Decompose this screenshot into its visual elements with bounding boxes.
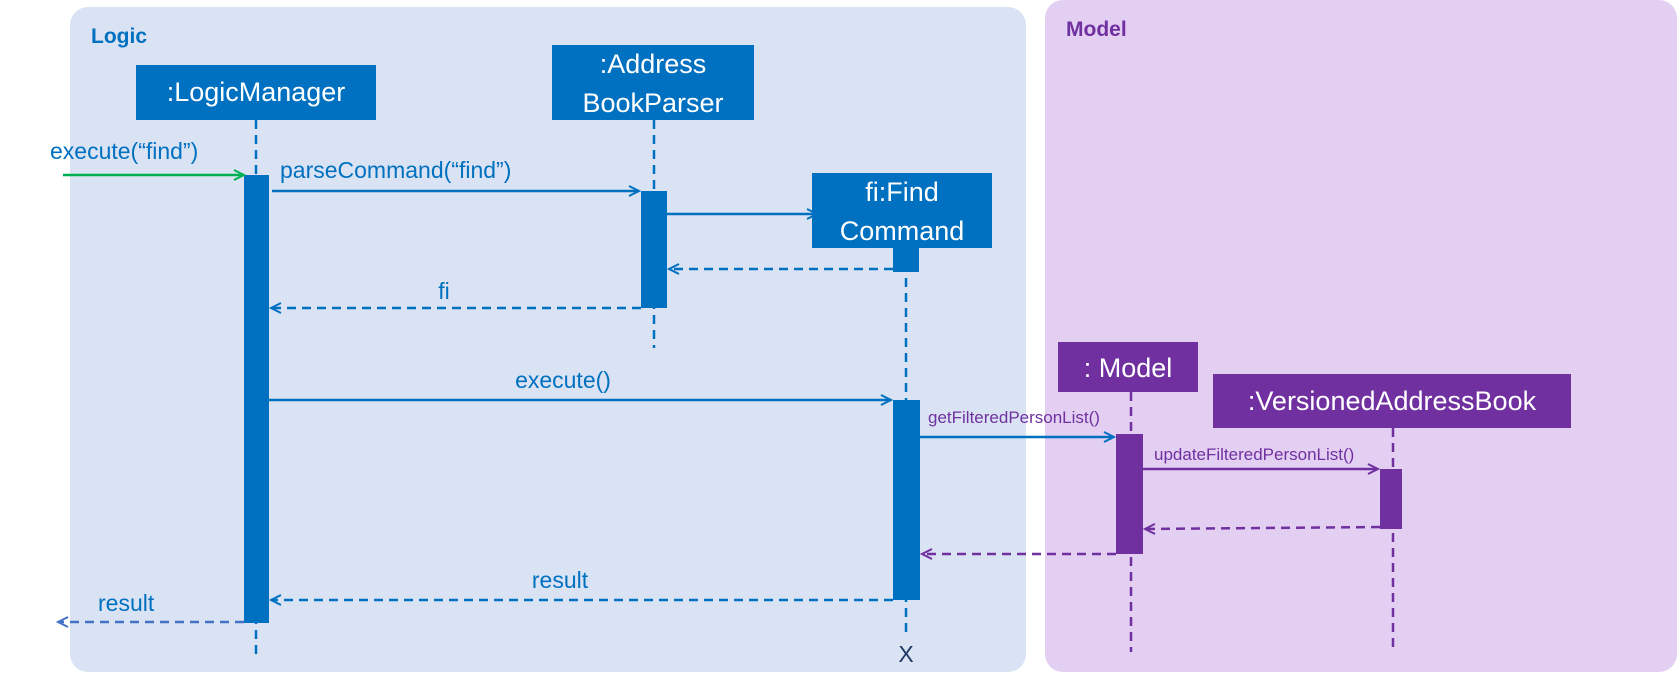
activation-find-command-execute	[893, 400, 920, 600]
model-region-title: Model	[1066, 18, 1127, 41]
participant-address-book-parser: :Address BookParser	[552, 45, 754, 120]
svg-text::VersionedAddressBook: :VersionedAddressBook	[1248, 386, 1537, 416]
svg-text:fi:Find: fi:Find	[865, 177, 939, 207]
participant-versioned-address-book: :VersionedAddressBook	[1213, 374, 1571, 428]
fi-return-label: fi	[438, 278, 450, 304]
svg-text:: Model: : Model	[1084, 353, 1173, 383]
activation-find-command-creation	[893, 248, 919, 272]
activation-model	[1116, 434, 1143, 554]
activation-logic-manager	[244, 175, 269, 623]
update-filtered-label: updateFilteredPersonList()	[1154, 445, 1354, 464]
get-filtered-label: getFilteredPersonList()	[928, 408, 1100, 427]
svg-text:BookParser: BookParser	[582, 88, 723, 118]
activation-address-book-parser	[641, 191, 667, 308]
participant-model: : Model	[1058, 342, 1198, 392]
model-region	[1045, 0, 1677, 672]
activation-versioned-address-book	[1380, 469, 1402, 529]
entry-label: execute(“find”)	[50, 138, 198, 164]
final-result-label: result	[98, 590, 155, 616]
logic-region	[70, 7, 1026, 672]
parse-command-label: parseCommand(“find”)	[280, 157, 511, 183]
participant-logic-manager: :LogicManager	[136, 65, 376, 120]
svg-text::Address: :Address	[600, 49, 707, 79]
svg-text:Command: Command	[840, 216, 965, 246]
result-return-label: result	[532, 567, 589, 593]
participant-find-command: fi:Find Command	[812, 173, 992, 248]
versioned-return-arrow	[1142, 523, 1381, 535]
destroy-marker: X	[898, 641, 913, 667]
logic-region-title: Logic	[91, 25, 147, 48]
svg-text::LogicManager: :LogicManager	[167, 77, 346, 107]
execute-label: execute()	[515, 367, 611, 393]
